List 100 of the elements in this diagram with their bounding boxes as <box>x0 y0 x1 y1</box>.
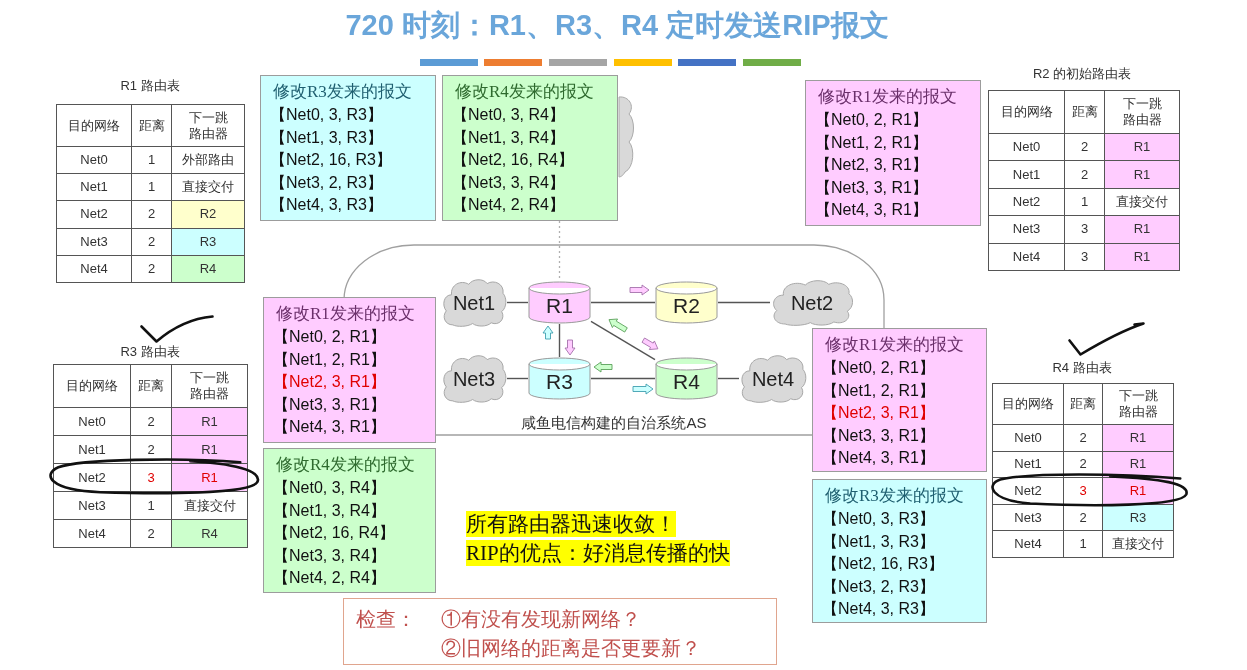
route-entry: 【Net4, 3, R3】 <box>822 599 935 619</box>
route-entry: 【Net3, 3, R1】 <box>815 177 928 198</box>
table-cell: Net0 <box>56 146 132 174</box>
route-entry: 【Net1, 2, R1】 <box>822 380 935 401</box>
message-heading: 修改R3发来的报文 <box>273 81 412 103</box>
message-box <box>263 448 436 593</box>
connector-line <box>506 301 529 304</box>
table-cell: Net4 <box>56 255 132 283</box>
network-cloud <box>441 278 507 327</box>
network-label: Net4 <box>751 367 795 390</box>
table-header-cell: 下一跳路由器 <box>171 364 248 408</box>
table-title: R3 路由表 <box>120 344 180 359</box>
connector-line <box>590 377 656 380</box>
table-title: R2 的初始路由表 <box>1032 66 1132 81</box>
table-header-cell: 距离 <box>1064 90 1105 134</box>
route-entry: 【Net0, 3, R4】 <box>273 478 386 498</box>
table-cell: Net4 <box>988 243 1065 271</box>
route-entry: 【Net0, 3, R4】 <box>452 105 565 125</box>
table-header-cell: 目的网络 <box>992 383 1064 425</box>
route-entry: 【Net0, 3, R3】 <box>270 105 383 125</box>
message-box <box>263 297 436 443</box>
message-box <box>442 75 618 221</box>
table-cell: R1 <box>1104 133 1180 161</box>
message-heading: 修改R1发来的报文 <box>276 303 415 325</box>
table-cell: Net3 <box>992 504 1064 531</box>
table-cell: R1 <box>1104 160 1180 189</box>
route-entry: 【Net0, 2, R1】 <box>822 358 935 378</box>
table-cell: R4 <box>171 255 245 283</box>
route-entry: 【Net2, 16, R3】 <box>270 150 392 170</box>
message-box <box>812 479 987 623</box>
router-cylinder <box>655 281 718 324</box>
highlighted-note: 所有路由器迅速收敛！ <box>466 511 676 537</box>
message-heading: 修改R1发来的报文 <box>825 334 964 356</box>
connector-line <box>590 320 656 361</box>
route-entry: 【Net1, 2, R1】 <box>815 132 928 153</box>
message-heading: 修改R4发来的报文 <box>276 454 415 476</box>
connector-line <box>590 301 656 304</box>
table-cell: Net3 <box>53 491 131 520</box>
route-entry: 【Net4, 3, R3】 <box>270 195 383 215</box>
route-entry: 【Net3, 2, R3】 <box>822 576 935 597</box>
network-cloud <box>770 279 854 326</box>
connector-line <box>558 323 561 358</box>
router-label: R3 <box>546 369 573 393</box>
table-cell: Net0 <box>992 424 1064 452</box>
table-cell: Net1 <box>988 160 1065 189</box>
route-entry: 【Net1, 3, R3】 <box>270 127 383 148</box>
table-header-cell: 距离 <box>1063 383 1103 425</box>
note-box <box>343 598 777 665</box>
route-entry: 【Net2, 16, R3】 <box>822 554 944 574</box>
table-cell: 直接交付 <box>1104 188 1180 216</box>
route-entry: 【Net3, 3, R4】 <box>273 545 386 566</box>
route-entry: 【Net4, 2, R4】 <box>452 195 565 215</box>
route-entry: 【Net0, 3, R3】 <box>822 509 935 529</box>
route-entry: 【Net2, 3, R1】 <box>822 403 935 423</box>
table-cell: R1 <box>1104 215 1180 244</box>
route-entry: 【Net3, 3, R4】 <box>452 172 565 193</box>
table-cell: Net0 <box>53 407 131 436</box>
table-cell: Net3 <box>56 228 132 256</box>
table-cell: R1 <box>1102 424 1174 452</box>
route-entry: 【Net3, 3, R1】 <box>273 394 386 415</box>
table-header-cell: 目的网络 <box>988 90 1065 134</box>
table-header-cell: 下一跳路由器 <box>171 104 245 147</box>
check-question: ②旧网络的距离是否更要新？ <box>441 636 701 660</box>
route-entry: 【Net0, 2, R1】 <box>815 110 928 130</box>
router-cylinder <box>528 281 591 324</box>
table-cell: Net2 <box>56 200 132 229</box>
table-header-cell: 下一跳路由器 <box>1104 90 1180 134</box>
route-entry: 【Net2, 16, R4】 <box>452 150 574 170</box>
route-entry: 【Net4, 3, R1】 <box>822 448 935 468</box>
table-cell: R4 <box>171 519 248 548</box>
table-cell: R3 <box>1102 504 1174 531</box>
router-label: R1 <box>546 293 573 317</box>
connector-line <box>506 377 529 380</box>
table-header-cell: 目的网络 <box>56 104 132 147</box>
table-header-cell: 目的网络 <box>53 364 131 408</box>
table-cell: R3 <box>171 228 245 256</box>
table-cell: Net3 <box>988 215 1065 244</box>
network-cloud <box>739 354 807 403</box>
route-entry: 【Net1, 2, R1】 <box>273 349 386 370</box>
table-cell: R1 <box>1104 243 1180 271</box>
message-heading: 修改R4发来的报文 <box>455 81 594 103</box>
table-cell: Net1 <box>56 173 132 201</box>
network-cloud <box>441 354 507 403</box>
message-box <box>805 80 981 226</box>
table-cell: Net4 <box>53 519 131 548</box>
check-label: 检查： <box>356 607 416 631</box>
table-cell: 直接交付 <box>171 173 245 201</box>
network-label: Net3 <box>452 367 496 390</box>
table-cell: R2 <box>171 200 245 229</box>
route-entry: 【Net3, 2, R3】 <box>270 172 383 193</box>
route-entry: 【Net1, 3, R3】 <box>822 531 935 552</box>
slide-title: 720 时刻：R1、R3、R4 定时发送RIP报文 <box>345 8 889 43</box>
table-header-cell: 下一跳路由器 <box>1102 383 1174 425</box>
router-label: R2 <box>673 293 700 317</box>
route-entry: 【Net2, 3, R1】 <box>815 155 928 175</box>
as-label: 咸鱼电信构建的自治系统AS <box>521 414 707 431</box>
message-heading: 修改R1发来的报文 <box>818 86 957 108</box>
router-label: R4 <box>673 369 700 393</box>
route-entry: 【Net4, 3, R1】 <box>815 200 928 220</box>
table-title: R1 路由表 <box>120 78 180 93</box>
